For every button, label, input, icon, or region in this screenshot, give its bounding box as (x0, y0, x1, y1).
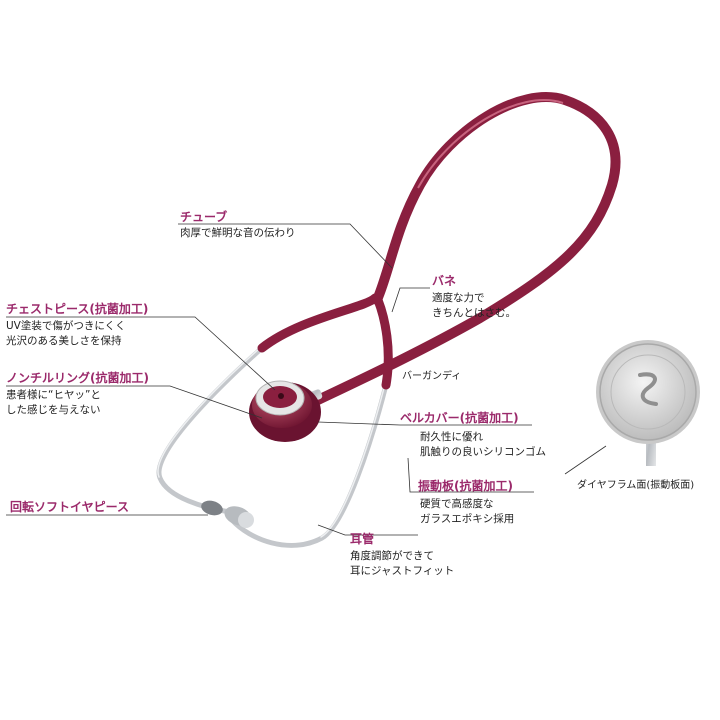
color-name: バーガンディ (402, 371, 462, 382)
chestpiece-desc-2: 光沢のある美しさを保持 (6, 335, 122, 347)
eartube-desc-2: 耳にジャストフィット (350, 565, 455, 577)
eartube-title: 耳管 (350, 532, 375, 546)
chestpiece-shape (249, 380, 323, 442)
chestpiece-desc-1: UV塗装で傷がつきにくく (6, 320, 126, 332)
nonchill-title: ノンチルリング(抗菌加工) (6, 371, 149, 385)
tube-shape (257, 92, 621, 405)
eartips-title: 回転ソフトイヤピース (10, 500, 130, 514)
eartube-desc-1: 角度調節ができて (350, 550, 434, 562)
chestpiece-title: チェストピース(抗菌加工) (6, 302, 149, 316)
bellcover-title: ベルカバー(抗菌加工) (400, 411, 519, 425)
bellcover-desc-2: 肌触りの良いシリコンゴム (420, 446, 546, 458)
diaphragm-inset (596, 340, 700, 466)
eartube-metal (156, 345, 389, 548)
ear-tips (201, 500, 254, 528)
nonchill-desc-1: 患者様に“ヒヤッ”と (6, 389, 101, 401)
diaphragm-title: 振動板(抗菌加工) (418, 479, 513, 493)
diaphragm-caption: ダイヤフラム面(振動板面) (577, 480, 695, 491)
spring-title: バネ (432, 274, 457, 288)
bellcover-desc-1: 耐久性に優れ (420, 431, 483, 443)
nonchill-desc-2: した感じを与えない (6, 404, 101, 416)
spring-desc-2: きちんとはさむ。 (432, 307, 516, 319)
tube-title: チューブ (180, 210, 228, 224)
diaphragm-desc-2: ガラスエポキシ採用 (420, 513, 515, 525)
tube-desc: 肉厚で鮮明な音の伝わり (180, 227, 296, 239)
spring-desc-1: 適度な力で (432, 292, 485, 304)
diaphragm-desc-1: 硬質で高感度な (420, 498, 494, 510)
leader-lines (6, 223, 607, 536)
